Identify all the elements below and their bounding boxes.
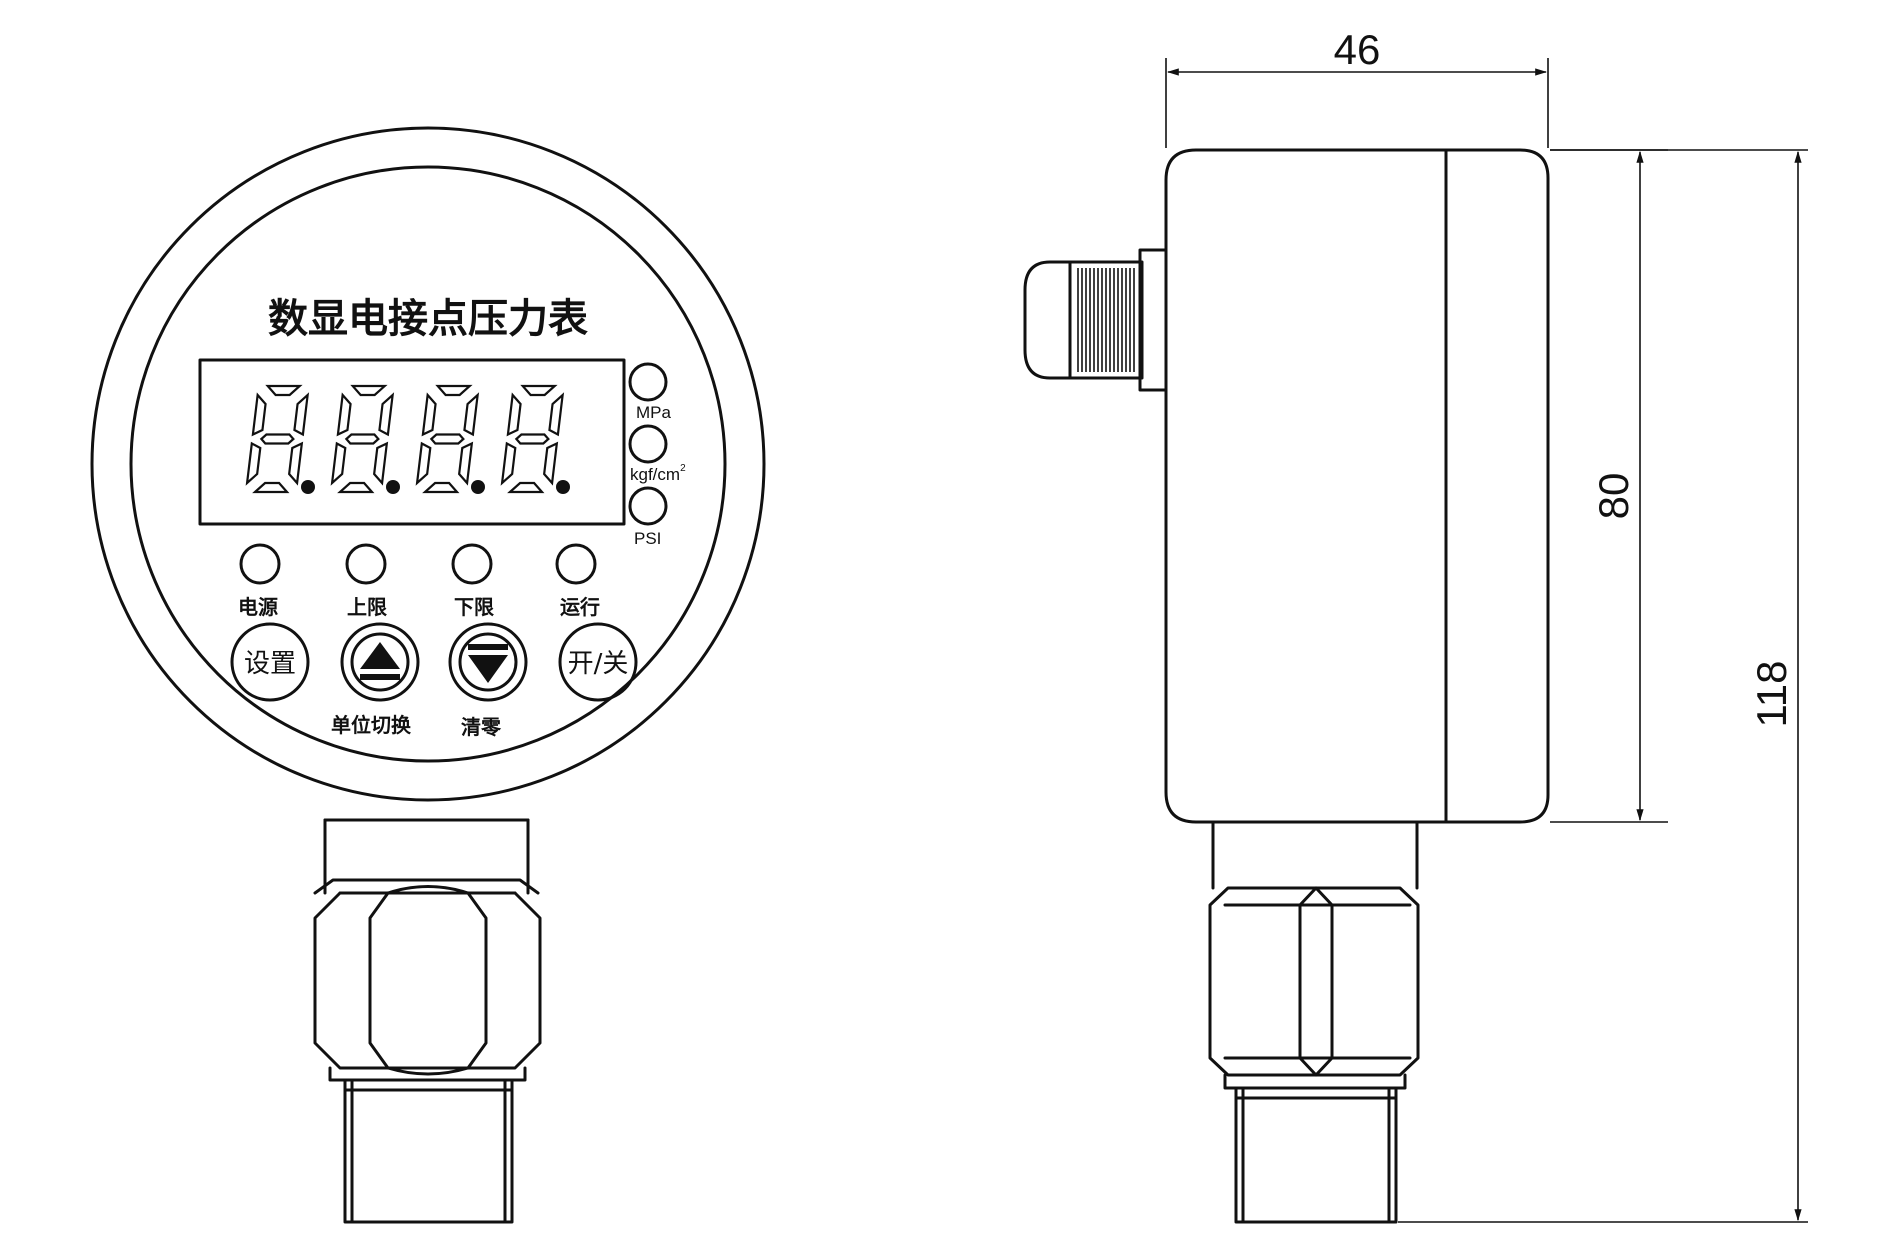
set-button-label: 设置 — [244, 649, 296, 679]
lower-limit-label: 下限 — [454, 595, 494, 619]
set-button[interactable]: 设置 — [230, 622, 310, 702]
gland-knurling — [1077, 268, 1135, 372]
digit-1-segment-f — [251, 392, 267, 437]
dim-depth: 46 — [1334, 26, 1381, 73]
cable-gland — [1023, 248, 1168, 392]
unit-label-psi: PSI — [634, 529, 661, 548]
digit-3-segment-f — [421, 392, 437, 437]
digit-3-segment-d — [422, 481, 460, 494]
digit-3-segment-c — [458, 441, 474, 486]
power-led-label: 电源 — [238, 595, 278, 619]
unit-led-psi — [628, 486, 668, 526]
dim-total-height: 118 — [1748, 661, 1795, 728]
digit-2-segment-d — [337, 481, 375, 494]
digit-4-segment-b — [548, 392, 565, 437]
digit-3-segment-b — [463, 392, 480, 437]
digit-2-segment-e — [330, 441, 347, 486]
digit-2-segment-b — [378, 392, 395, 437]
run-led — [555, 543, 597, 585]
front-connector — [313, 818, 542, 1224]
down-button[interactable] — [448, 622, 528, 702]
display-window — [198, 358, 626, 526]
digit-4-segment-c — [543, 441, 559, 486]
digit-4-segment-a — [520, 384, 558, 397]
unit-led-kgf — [628, 424, 668, 464]
side-hex-nut — [1208, 886, 1420, 1077]
front-view: 数显电接点压力表 MPa kgf/cm2 PSI 电源 上限 下限 运行 — [90, 126, 766, 1224]
digit-1-decimal-point — [301, 480, 315, 494]
upper-limit-label: 上限 — [347, 595, 387, 619]
unit-label-kgf: kgf/cm2 — [630, 463, 686, 484]
digit-2-decimal-point — [386, 480, 400, 494]
gauge-title: 数显电接点压力表 — [268, 296, 588, 342]
unit-switch-caption: 单位切换 — [331, 713, 412, 737]
dim-case-height: 80 — [1590, 473, 1637, 520]
seven-segment-display — [245, 384, 570, 494]
down-triangle-icon — [468, 655, 508, 683]
digit-3-segment-e — [415, 441, 432, 486]
digit-3-segment-a — [435, 384, 473, 397]
inner-bezel — [129, 165, 727, 763]
digit-2-segment-g — [344, 433, 380, 445]
digit-4-segment-e — [500, 441, 517, 486]
up-bar-icon — [360, 674, 400, 680]
digit-1-segment-e — [245, 441, 262, 486]
outer-bezel — [90, 126, 766, 802]
power-led — [239, 543, 281, 585]
digit-1-segment-c — [288, 441, 304, 486]
side-view — [1023, 148, 1550, 1224]
digit-4-decimal-point — [556, 480, 570, 494]
up-triangle-icon — [360, 642, 400, 669]
unit-indicators: MPa kgf/cm2 PSI — [628, 362, 686, 548]
up-button[interactable] — [340, 622, 420, 702]
side-case — [1164, 148, 1550, 824]
digit-4-segment-f — [506, 392, 522, 437]
digit-4-segment-d — [507, 481, 545, 494]
unit-label-mpa: MPa — [636, 403, 672, 422]
status-indicators: 电源 上限 下限 运行 — [238, 543, 600, 619]
unit-led-mpa — [628, 362, 668, 402]
zero-caption: 清零 — [461, 715, 502, 739]
lower-limit-led — [451, 543, 493, 585]
digit-3-segment-g — [429, 433, 465, 445]
digit-4-segment-g — [514, 433, 550, 445]
upper-limit-led — [345, 543, 387, 585]
run-label: 运行 — [560, 595, 600, 619]
power-button[interactable]: 开/关 — [558, 622, 638, 702]
digit-2-segment-f — [336, 392, 352, 437]
down-bar-icon — [468, 644, 508, 650]
digit-1-segment-a — [265, 384, 303, 397]
digit-2-segment-a — [350, 384, 388, 397]
power-button-label: 开/关 — [568, 649, 629, 679]
digit-1-segment-g — [259, 433, 295, 445]
digit-1-segment-b — [293, 392, 310, 437]
digit-1-segment-d — [252, 481, 290, 494]
digit-3-decimal-point — [471, 480, 485, 494]
digit-2-segment-c — [373, 441, 389, 486]
dimension-lines: 46 80 118 — [1165, 26, 1808, 1223]
